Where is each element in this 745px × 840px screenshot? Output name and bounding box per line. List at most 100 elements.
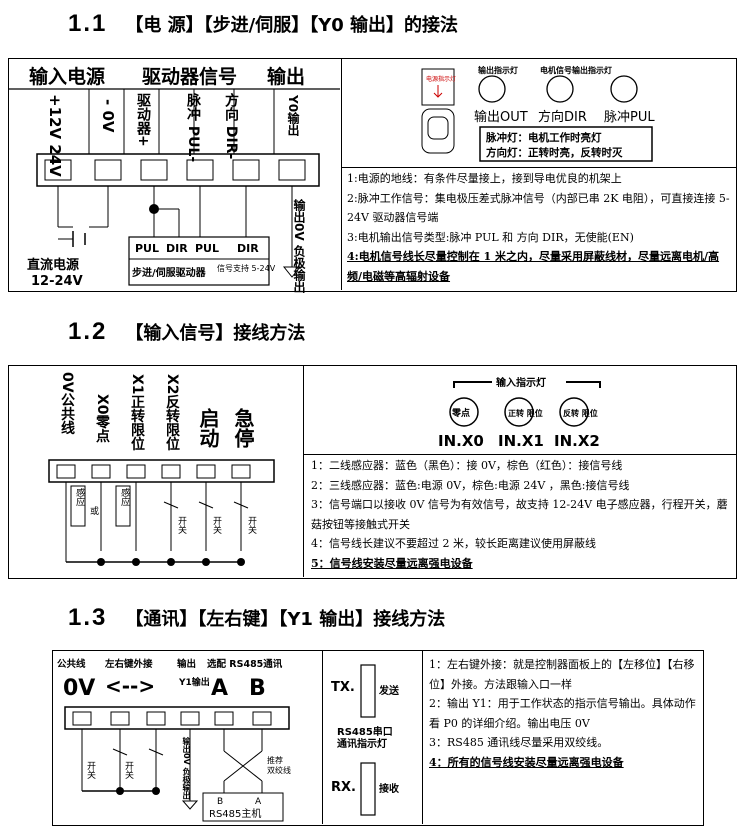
switch-label-start: 开关 <box>211 516 221 534</box>
rs485-indicator-panel: TX. 发送 RS485串口 通讯指示灯 RX. 接收 <box>323 651 423 824</box>
note-4: 4:电机信号线长尽量控制在 1 米之内，尽量采用屏蔽线材，尽量远离电机/高频/电… <box>347 250 720 283</box>
section-number: 1.3 <box>68 604 108 631</box>
section-2-title: 1.2 【输入信号】接线方法 <box>68 318 305 346</box>
notes-divider <box>304 454 736 455</box>
driver-dir-neg-label: DIR <box>237 242 259 255</box>
note-2: 2:脉冲工作信号：集电极压差式脉冲信号（内部已串 2K 电阻），可直接连接 5-… <box>347 191 730 225</box>
header-output: 输出 <box>177 658 196 670</box>
rx-label: RX. <box>331 780 356 795</box>
led-pul-caption: 脉冲PUL <box>604 110 655 125</box>
sensor-label-x1: 感应 <box>119 488 129 506</box>
led-dir-caption: 方向DIR <box>538 109 587 125</box>
tx-caption: 发送 <box>378 684 400 697</box>
power-led-label: 电源指示灯 <box>426 75 456 83</box>
terminal-estop: 急停 <box>231 408 255 448</box>
section-number: 1.2 <box>68 318 108 345</box>
sensor-label-x0: 感应 <box>74 488 84 506</box>
terminal-dir: 方向 DIR- <box>223 93 239 160</box>
driver-dir-label: DIR <box>166 242 188 255</box>
note-2: 2：输出 Y1：用于工作状态的指示信号输出。具体动作看 P0 的详细介绍。输出电… <box>429 697 696 730</box>
notes-power: 1:电源的地线：有条件尽量接上，接到导电优良的机架上 2:脉冲工作信号：集电极压… <box>347 169 731 286</box>
notes-input: 1：二线感应器：蓝色（黑色）：接 0V，棕色（红色）：接信号线 2：三线感应器：… <box>311 456 731 573</box>
driver-pul-neg-label: PUL <box>195 242 219 255</box>
terminal-x1: X1正转限位 <box>129 374 145 451</box>
note-1: 1：左右键外接：就是控制器面板上的【左移位】【右移位】外接。方法跟输入口一样 <box>429 658 695 691</box>
terminal-0v: - 0V <box>99 99 117 133</box>
header-common: 公共线 <box>57 658 86 670</box>
note-2: 2：三线感应器：蓝色:电源 0V，棕色:电源 24V ，黑色:接信号线 <box>311 478 630 492</box>
twist-label-2: 双绞线 <box>267 765 291 775</box>
wiring-panel-power: 输入电源 驱动器信号 输出 <box>8 58 737 293</box>
notes-divider <box>342 167 736 168</box>
driver-pul-label: PUL <box>135 242 159 255</box>
caption-x2: IN.X2 <box>554 432 600 450</box>
terminal-0v: 0V <box>63 676 95 701</box>
note-1: 1:电源的地线：有条件尽量接上，接到导电优良的机架上 <box>347 172 622 185</box>
caption-x0: IN.X0 <box>438 432 484 450</box>
terminal-y1: Y1输出 <box>178 676 210 688</box>
led-fwd-limit: 正转 限位 <box>508 408 543 418</box>
driver-name: 步进/伺服驱动器 <box>132 266 207 279</box>
power-diagram: 输入电源 驱动器信号 输出 <box>9 59 342 293</box>
led-zero: 零点 <box>451 407 470 419</box>
note-3: 3:电机输出信号类型:脉冲 PUL 和 方向 DIR，无使能(EN) <box>347 230 634 244</box>
note-1: 1：二线感应器：蓝色（黑色）：接 0V，棕色（红色）：接信号线 <box>311 459 623 472</box>
caption-x1: IN.X1 <box>498 432 544 450</box>
switch-label-estop: 开关 <box>246 516 256 534</box>
wiring-panel-input: 0V公共线 X0零点 X1正转限位 X2反转限位 启动 急停 感应 感应 开关 … <box>8 365 737 579</box>
header-input-power: 输入电源 <box>29 65 105 88</box>
header-rs485: 选配 RS485通讯 <box>207 658 283 670</box>
header-driver-signal: 驱动器信号 <box>142 65 237 88</box>
output-led-label: 输出指示灯 <box>478 65 518 75</box>
master-pin-b: B <box>217 797 223 807</box>
section-heading: 【通讯】【左右键】【Y1 输出】接线方法 <box>125 609 446 630</box>
switch-label-x2: 开关 <box>176 516 186 534</box>
power-label: 直流电源 <box>27 257 79 273</box>
section-number: 1.1 <box>68 10 108 37</box>
input-diagram: 0V公共线 X0零点 X1正转限位 X2反转限位 启动 急停 感应 感应 开关 … <box>9 366 304 577</box>
header-output: 输出 <box>267 65 305 88</box>
terminal-pul: 脉冲 PUL- <box>185 93 201 163</box>
section-heading: 【电 源】【步进/伺服】【Y0 输出】的接法 <box>125 15 459 36</box>
rs485-master: RS485主机 <box>209 807 261 820</box>
led-rev-limit: 反转 限位 <box>563 408 598 418</box>
master-pin-a: A <box>255 797 262 807</box>
power-voltage: 12-24V <box>31 274 83 289</box>
note-5: 5：信号线安装尽量远离强电设备 <box>311 556 473 570</box>
section-heading: 【输入信号】接线方法 <box>125 323 306 344</box>
terminal-b: B <box>249 676 266 701</box>
switch-label-left: 开关 <box>85 761 95 779</box>
motor-led-label: 电机信号输出指示灯 <box>540 65 612 75</box>
rs485-indicator-1: RS485串口 <box>337 725 393 738</box>
terminal-x2: X2反转限位 <box>164 374 180 451</box>
terminal-keys: <--> <box>105 674 155 698</box>
section-3-title: 1.3 【通讯】【左右键】【Y1 输出】接线方法 <box>68 604 445 632</box>
note-3: 3：信号端口以接收 0V 信号为有效信号，故支持 12-24V 电子感应器，行程… <box>311 498 728 531</box>
led-out-caption: 输出OUT <box>474 109 528 125</box>
terminal-a: A <box>211 676 228 701</box>
rs485-indicator-2: 通讯指示灯 <box>337 737 387 750</box>
section-1-title: 1.1 【电 源】【步进/伺服】【Y0 输出】的接法 <box>68 10 458 38</box>
switch-label-right: 开关 <box>123 761 133 779</box>
terminal-0v-common: 0V公共线 <box>59 372 75 435</box>
comm-diagram: 公共线 左右键外接 输出 选配 RS485通讯 0V <--> Y1输出 A B <box>53 651 323 824</box>
terminal-12v-24v: +12V 24V <box>46 94 64 177</box>
legend-pulse: 脉冲灯：电机工作时亮灯 <box>485 131 602 144</box>
twist-label-1: 推荐 <box>267 755 283 765</box>
rx-caption: 接收 <box>379 782 399 795</box>
terminal-start: 启动 <box>196 408 220 448</box>
note-4: 4：信号线长建议不要超过 2 米，较长距离建议使用屏蔽线 <box>311 537 596 550</box>
signal-support: 信号支持 5-24V <box>217 263 276 273</box>
terminal-x0: X0零点 <box>94 394 110 443</box>
header-keys: 左右键外接 <box>104 658 153 670</box>
notes-comm: 1：左右键外接：就是控制器面板上的【左移位】【右移位】外接。方法跟输入口一样 2… <box>429 655 699 772</box>
tx-label: TX. <box>331 680 355 695</box>
note-3: 3：RS485 通讯线尽量采用双绞线。 <box>429 736 609 749</box>
note-4: 4：所有的信号线安装尽量远离强电设备 <box>429 755 624 769</box>
legend-direction: 方向灯：正转时亮，反转时灭 <box>486 146 623 159</box>
terminal-driver-plus: 驱动器+ <box>135 93 151 147</box>
output-0v-label: 输出0V 负极输出 <box>182 737 191 800</box>
or-label: 或 <box>88 506 98 515</box>
output-0v-label: 输出0V 负极输出 <box>292 199 306 293</box>
terminal-y0: Y0输出 <box>286 95 300 137</box>
